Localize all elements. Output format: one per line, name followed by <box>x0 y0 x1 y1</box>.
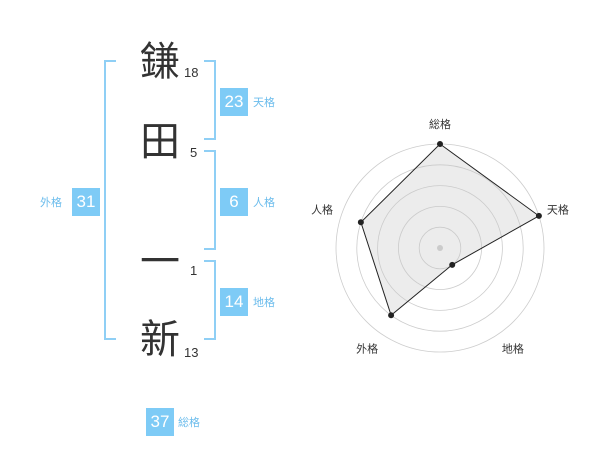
tenkaku-label: 天格 <box>253 96 275 109</box>
radar-axis-label-2: 天格 <box>547 203 569 217</box>
name-char-4: 新 <box>140 317 180 363</box>
radar-axis-label-1: 総格 <box>429 117 451 131</box>
radar-axis-label-3: 地格 <box>502 341 524 355</box>
stroke-count-3: 1 <box>190 263 198 278</box>
stroke-count-1: 18 <box>184 65 199 80</box>
name-char-3: 一 <box>140 239 180 285</box>
radar-point-3 <box>449 261 456 268</box>
radar-point-4 <box>388 312 395 319</box>
stroke-count-2: 5 <box>190 145 198 160</box>
gaikaku-value: 31 <box>72 188 100 216</box>
radar-point-5 <box>357 219 364 226</box>
tenkaku-value: 23 <box>220 88 248 116</box>
gaikaku-label: 外格 <box>40 196 62 209</box>
tenkaku-bracket <box>204 60 216 140</box>
radar-point-1 <box>437 141 443 147</box>
radar-ring-4 <box>356 164 524 332</box>
name-char-2: 田 <box>140 119 180 165</box>
jinkaku-value: 6 <box>220 188 248 216</box>
radar-area <box>360 143 540 317</box>
radar-axis-label-5: 人格 <box>311 203 333 217</box>
chikaku-bracket <box>204 260 216 340</box>
radar-center-dot <box>437 245 443 251</box>
jinkaku-bracket <box>204 150 216 250</box>
radar-axis-label-4: 外格 <box>356 341 378 355</box>
gaikaku-bracket <box>104 60 116 340</box>
jinkaku-label: 人格 <box>253 196 275 209</box>
chikaku-label: 地格 <box>253 296 275 309</box>
chikaku-value: 14 <box>220 288 248 316</box>
soukaku-value: 37 <box>146 408 174 436</box>
name-char-1: 鎌 <box>140 39 180 85</box>
stroke-count-4: 13 <box>184 345 199 360</box>
radar-point-2 <box>535 212 542 219</box>
radar-ring-1 <box>418 226 462 270</box>
radar-ring-3 <box>377 185 503 311</box>
soukaku-label: 総格 <box>178 416 200 429</box>
